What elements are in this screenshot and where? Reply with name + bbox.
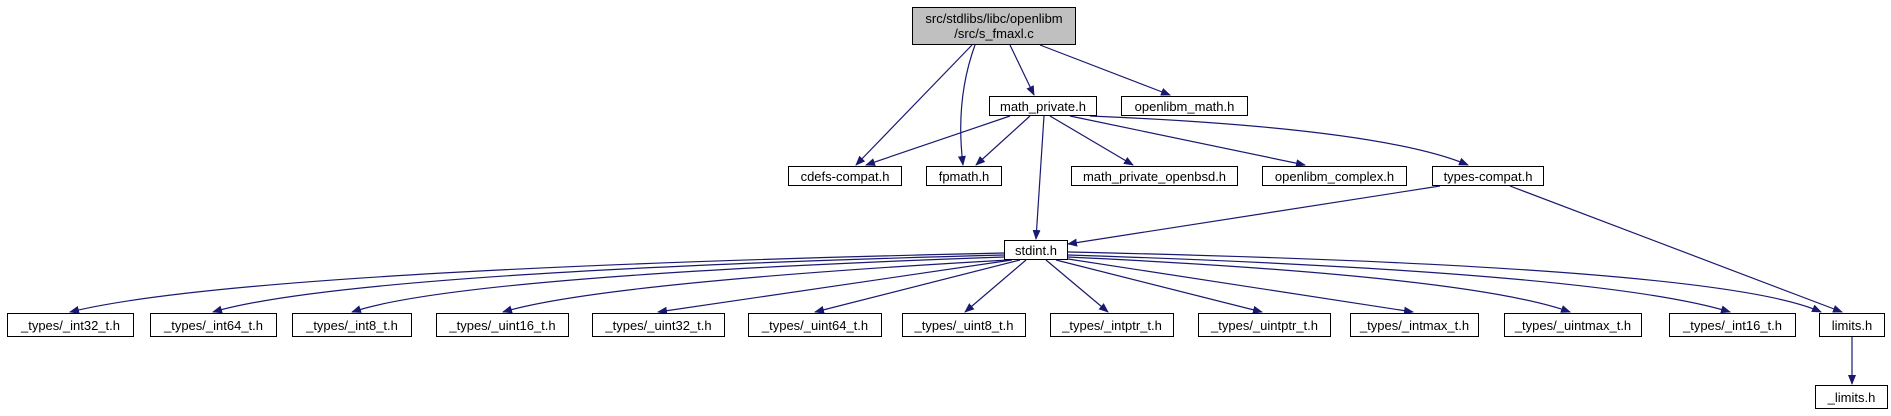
root-file-line-1: src/stdlibs/libc/openlibm — [925, 11, 1063, 26]
node-limits[interactable]: limits.h — [1819, 313, 1885, 337]
edge-stdint-to-limits — [1067, 251, 1822, 313]
edge-stdint-to-int32 — [69, 252, 1005, 314]
edge-math-private-to-math-private-openbsd — [1049, 115, 1134, 166]
edge-stdint-to-intmax — [1067, 258, 1414, 315]
edge-stdint-to-uintmax — [1067, 256, 1571, 313]
node-types-intptr[interactable]: _types/_intptr_t.h — [1050, 313, 1174, 337]
node-types-uint8[interactable]: _types/_uint8_t.h — [902, 313, 1026, 337]
edge-math-private-to-fpmath — [975, 115, 1031, 166]
root-file-line-2: /src/s_fmaxl.c — [954, 26, 1034, 41]
edge-root-to-cdefs-compat — [855, 44, 973, 166]
edge-stdint-to-int64 — [212, 254, 1005, 314]
node-stdint[interactable]: stdint.h — [1004, 240, 1068, 260]
node-openlibm-complex[interactable]: openlibm_complex.h — [1262, 166, 1407, 186]
node-math-private[interactable]: math_private.h — [989, 96, 1097, 116]
edge-stdint-to-int8 — [351, 256, 1005, 313]
node-cdefs-compat[interactable]: cdefs-compat.h — [788, 166, 902, 186]
node-types-int8[interactable]: _types/_int8_t.h — [292, 313, 412, 337]
node-types-int16[interactable]: _types/_int16_t.h — [1669, 313, 1796, 337]
node-types-uintmax[interactable]: _types/_uintmax_t.h — [1504, 313, 1642, 337]
node-fpmath[interactable]: fpmath.h — [926, 166, 1002, 186]
edge-stdint-to-uintptr — [1055, 259, 1263, 314]
edge-root-to-math-private — [1009, 44, 1035, 96]
node-limits-internal[interactable]: _limits.h — [1815, 385, 1888, 409]
node-types-compat[interactable]: types-compat.h — [1432, 166, 1544, 186]
node-types-int64[interactable]: _types/_int64_t.h — [150, 313, 277, 337]
edge-math-private-to-types-compat — [1089, 115, 1469, 166]
edge-stdint-to-int16 — [1067, 254, 1731, 314]
node-types-uint16[interactable]: _types/_uint16_t.h — [436, 313, 569, 337]
node-types-int32[interactable]: _types/_int32_t.h — [7, 313, 134, 337]
edge-stdint-to-uint32 — [657, 259, 1013, 315]
edge-stdint-to-uint8 — [964, 259, 1027, 313]
node-math-private-openbsd[interactable]: math_private_openbsd.h — [1071, 166, 1238, 186]
node-types-uint64[interactable]: _types/_uint64_t.h — [748, 313, 882, 337]
edge-stdint-to-uint16 — [502, 259, 1009, 314]
edge-math-private-to-openlibm-complex — [1069, 115, 1306, 168]
edge-math-private-to-stdint — [1032, 115, 1045, 240]
node-openlibm-math[interactable]: openlibm_math.h — [1121, 96, 1248, 116]
dependency-edges — [69, 44, 1856, 385]
node-types-uintptr[interactable]: _types/_uintptr_t.h — [1198, 313, 1331, 337]
edge-types-compat-to-stdint — [1067, 185, 1441, 247]
edge-types-compat-to-limits — [1509, 185, 1843, 313]
node-types-intmax[interactable]: _types/_intmax_t.h — [1350, 313, 1479, 337]
edge-math-private-to-cdefs-compat — [865, 115, 1011, 166]
node-root-file: src/stdlibs/libc/openlibm /src/s_fmaxl.c — [912, 7, 1076, 45]
edge-root-to-fpmath — [957, 44, 976, 166]
edge-stdint-to-uint64 — [814, 259, 1021, 314]
edge-root-to-openlibm-math — [1039, 44, 1171, 96]
edge-stdint-to-intptr — [1045, 259, 1109, 313]
node-types-uint32[interactable]: _types/_uint32_t.h — [592, 313, 725, 337]
